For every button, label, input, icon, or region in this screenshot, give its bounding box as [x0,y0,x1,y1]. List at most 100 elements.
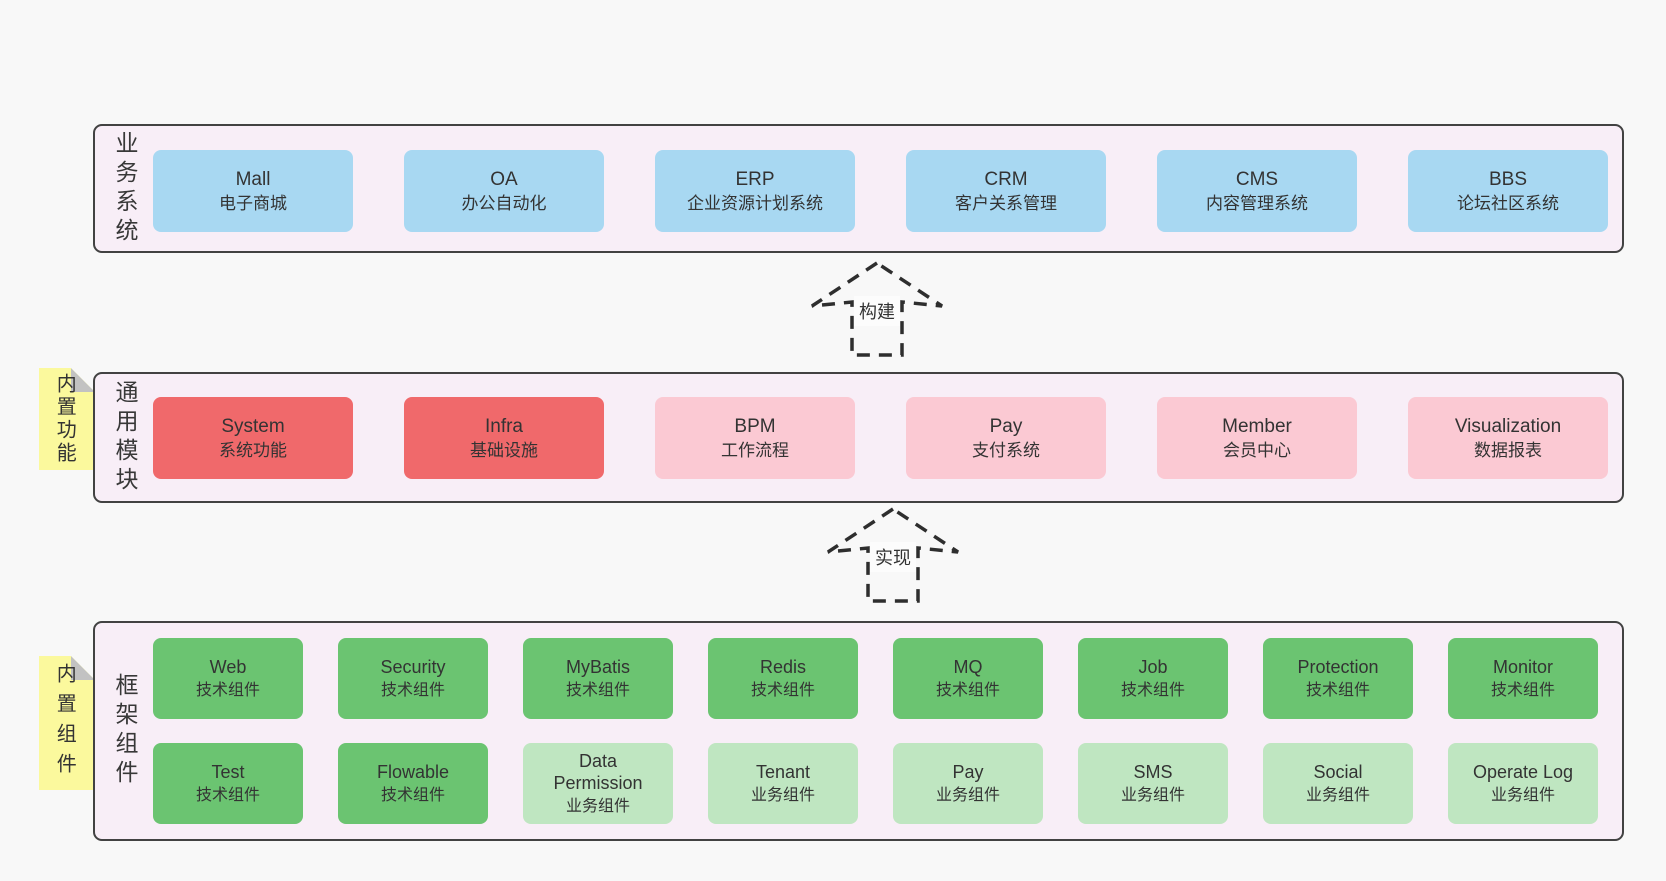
box-tenant: Tenant 业务组件 [708,743,858,824]
box-subtitle: 技术组件 [380,786,445,804]
box-subtitle: 业务组件 [1490,786,1555,804]
box-infra: Infra 基础设施 [404,397,604,479]
sticky-note-label: 内置功能 [53,373,76,465]
box-cms: CMS 内容管理系统 [1157,150,1357,232]
box-subtitle: 业务组件 [750,786,815,804]
box-title: Monitor [1492,656,1554,677]
box-title: System [221,415,285,437]
box-title: Pay [952,761,984,782]
box-member: Member 会员中心 [1157,397,1357,479]
box-title: Infra [484,415,524,437]
box-subtitle: 业务组件 [1120,786,1185,804]
box-subtitle: 客户关系管理 [955,193,1057,213]
box-title: Tenant [755,761,811,782]
layer-label-framework-components: 框架组件 [112,673,138,789]
box-oa: OA 办公自动化 [404,150,604,232]
box-subtitle: 数据报表 [1474,440,1542,460]
box-title: Web [209,656,247,677]
layer-framework-components: 框架组件 Web 技术组件 Security 技术组件 MyBatis 技术组件… [93,621,1624,841]
layer-common-modules: 通用模块 System 系统功能 Infra 基础设施 BPM 工作流程 Pay… [93,372,1624,503]
box-title: Operate Log [1472,761,1574,782]
box-title: Member [1222,415,1292,437]
box-subtitle: 技术组件 [380,681,445,699]
box-redis: Redis 技术组件 [708,638,858,719]
arrow-build-label: 构建 [854,296,900,326]
box-sms: SMS 业务组件 [1078,743,1228,824]
box-title: Flowable [376,761,450,782]
layer-business-systems: 业务系统 Mall 电子商城 OA 办公自动化 ERP 企业资源计划系统 CRM… [93,124,1624,253]
box-protection: Protection 技术组件 [1263,638,1413,719]
box-title: Data Permission [553,750,643,793]
box-subtitle: 业务组件 [935,786,1000,804]
box-title: Social [1313,761,1363,782]
box-title: ERP [735,168,775,190]
box-mq: MQ 技术组件 [893,638,1043,719]
box-subtitle: 技术组件 [1305,681,1370,699]
box-title: Test [211,761,245,782]
sticky-note-builtin-components: 内置组件 [39,656,95,790]
box-bbs: BBS 论坛社区系统 [1408,150,1608,232]
arrow-implement-label: 实现 [870,542,916,572]
box-subtitle: 系统功能 [219,440,287,460]
box-title: CMS [1235,168,1279,190]
sticky-note-label: 内置组件 [53,663,76,783]
box-title: BPM [734,415,776,437]
box-title: Mall [235,168,271,190]
business-systems-row: Mall 电子商城 OA 办公自动化 ERP 企业资源计划系统 CRM 客户关系… [153,150,1608,232]
box-subtitle: 技术组件 [750,681,815,699]
box-subtitle: 电子商城 [219,193,287,213]
arrow-implement: 实现 [818,505,968,605]
layer-label-business-systems: 业务系统 [112,130,138,247]
box-subtitle: 工作流程 [721,440,789,460]
box-data-permission: Data Permission 业务组件 [523,743,673,824]
box-social: Social 业务组件 [1263,743,1413,824]
box-bpm: BPM 工作流程 [655,397,855,479]
box-subtitle: 企业资源计划系统 [687,193,823,213]
box-subtitle: 业务组件 [1305,786,1370,804]
box-system: System 系统功能 [153,397,353,479]
box-pay-business: Pay 业务组件 [893,743,1043,824]
box-erp: ERP 企业资源计划系统 [655,150,855,232]
box-title: Pay [989,415,1023,437]
layer-label-common-modules: 通用模块 [112,379,138,496]
framework-components-row-2: Test 技术组件 Flowable 技术组件 Data Permission … [153,743,1598,824]
box-subtitle: 论坛社区系统 [1457,193,1559,213]
box-crm: CRM 客户关系管理 [906,150,1106,232]
sticky-note-builtin-features: 内置功能 [39,368,95,470]
box-subtitle: 技术组件 [195,681,260,699]
box-subtitle: 办公自动化 [461,193,547,213]
common-modules-row: System 系统功能 Infra 基础设施 BPM 工作流程 Pay 支付系统… [153,397,1608,479]
box-visualization: Visualization 数据报表 [1408,397,1608,479]
box-title: Protection [1297,656,1379,677]
box-title: OA [490,168,518,190]
box-subtitle: 技术组件 [1120,681,1185,699]
box-subtitle: 支付系统 [972,440,1040,460]
box-subtitle: 技术组件 [565,681,630,699]
box-subtitle: 技术组件 [935,681,1000,699]
box-title: CRM [984,168,1028,190]
box-subtitle: 内容管理系统 [1206,193,1308,213]
box-mall: Mall 电子商城 [153,150,353,232]
box-subtitle: 技术组件 [1490,681,1555,699]
box-web: Web 技术组件 [153,638,303,719]
box-title: Job [1138,656,1168,677]
box-security: Security 技术组件 [338,638,488,719]
box-title: Security [380,656,446,677]
box-test: Test 技术组件 [153,743,303,824]
box-subtitle: 基础设施 [470,440,538,460]
box-operate-log: Operate Log 业务组件 [1448,743,1598,824]
box-title: Visualization [1454,415,1562,437]
box-title: BBS [1488,168,1528,190]
box-mybatis: MyBatis 技术组件 [523,638,673,719]
box-subtitle: 业务组件 [565,797,630,815]
box-monitor: Monitor 技术组件 [1448,638,1598,719]
framework-components-row-1: Web 技术组件 Security 技术组件 MyBatis 技术组件 Redi… [153,638,1598,719]
box-title: Redis [759,656,807,677]
arrow-build: 构建 [802,259,952,359]
box-title: MQ [953,656,983,677]
box-job: Job 技术组件 [1078,638,1228,719]
box-title: MyBatis [565,656,630,677]
box-subtitle: 会员中心 [1223,440,1291,460]
box-subtitle: 技术组件 [195,786,260,804]
